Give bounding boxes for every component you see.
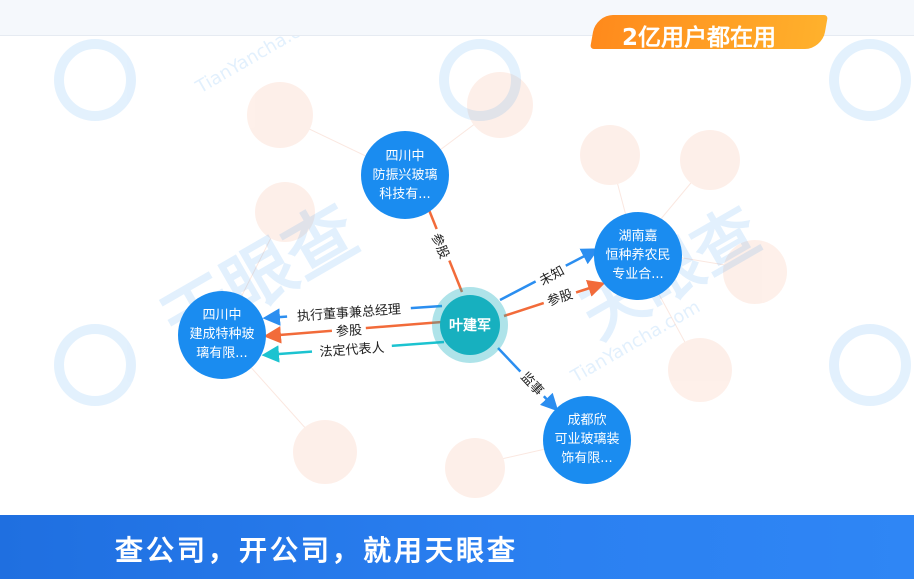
- company-name-line: 恒种养农民: [605, 247, 670, 263]
- edge-label: 参股: [545, 286, 575, 309]
- edge-label: 法定代表人: [319, 341, 385, 360]
- edge-label: 参股: [428, 231, 453, 261]
- banner-badge-text: 2亿用户都在用: [622, 25, 777, 51]
- company-node-c3[interactable]: 四川中 建成特种玻 璃有限...: [178, 291, 266, 379]
- company-name-line: 防振兴玻璃: [372, 167, 437, 183]
- watermark-logo-icon: [829, 324, 911, 406]
- promo-banner[interactable]: 查公司，开公司，就用天眼查: [0, 515, 914, 579]
- edge-label: 执行董事兼总经理: [297, 302, 402, 324]
- company-name-line: 专业合...: [612, 267, 663, 282]
- company-node-c2[interactable]: 湖南嘉 恒种养农民 专业合...: [594, 212, 682, 300]
- watermark-logo-icon: [54, 39, 136, 121]
- company-name-line: 建成特种玻: [189, 327, 254, 342]
- company-name-line: 成都欣: [567, 413, 606, 428]
- edge-label: 参股: [335, 322, 362, 340]
- company-name-line: 科技有...: [379, 187, 430, 202]
- company-name-line: 可业玻璃装: [554, 432, 619, 447]
- watermark-logo-icon: [829, 39, 911, 121]
- person-name: 叶建军: [449, 317, 491, 334]
- watermark-logo-icon: [54, 324, 136, 406]
- banner-slogan: 查公司，开公司，就用天眼查: [115, 534, 519, 567]
- background-graph: [221, 72, 787, 498]
- relation-labels: 参股 未知 参股 执行董事兼总经理 参股 法定代表人 监事: [286, 226, 579, 402]
- relation-graph: 天眼查 天眼查 TianYancha.com TianYancha.com 参股…: [54, 36, 911, 498]
- watermark-logo-icon: [439, 39, 521, 121]
- company-name-line: 璃有限...: [196, 346, 247, 361]
- company-name-line: 四川中: [202, 308, 241, 323]
- company-name-line: 饰有限...: [561, 451, 612, 466]
- company-node-c4[interactable]: 成都欣 可业玻璃装 饰有限...: [543, 396, 631, 484]
- person-node[interactable]: 叶建军: [432, 287, 508, 363]
- company-name-line: 湖南嘉: [618, 228, 657, 244]
- company-node-c1[interactable]: 四川中 防振兴玻璃 科技有...: [361, 131, 449, 219]
- company-name-line: 四川中: [385, 149, 424, 164]
